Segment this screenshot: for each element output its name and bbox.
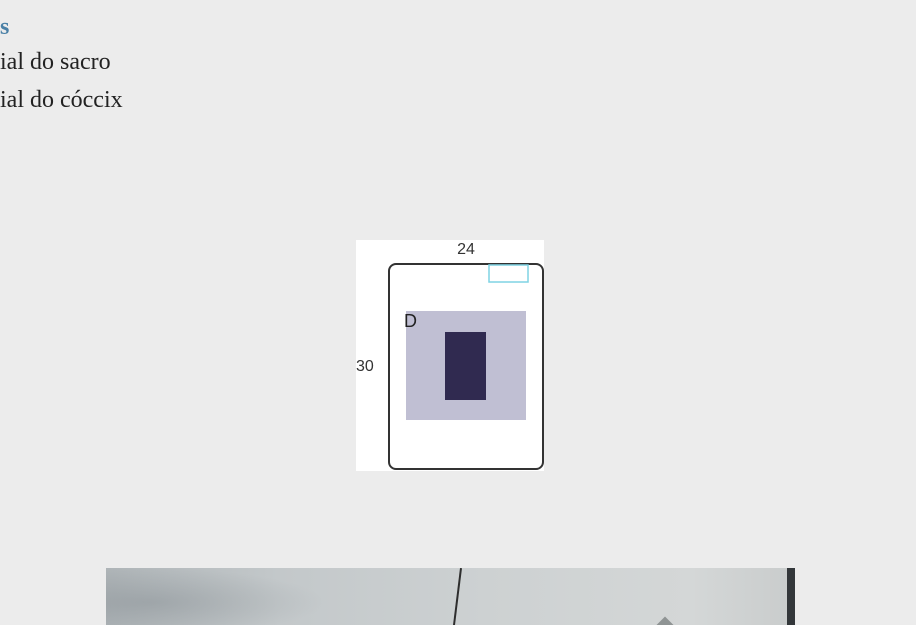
target-region xyxy=(445,332,486,400)
photo-partial xyxy=(106,568,795,625)
list-item: ial do cóccix xyxy=(0,87,123,113)
photo-line xyxy=(452,568,462,625)
list-item: ial do sacro xyxy=(0,49,111,75)
width-dimension-label: 24 xyxy=(457,241,475,258)
id-label-box xyxy=(488,264,529,283)
photo-edge xyxy=(787,568,795,625)
height-dimension-label: 30 xyxy=(356,358,374,375)
film-cassette-diagram: 24 30 D xyxy=(356,240,544,471)
section-heading: s xyxy=(0,14,10,40)
side-marker-label: D xyxy=(404,311,417,331)
photo-shadow xyxy=(106,568,326,625)
photo-marker xyxy=(656,616,674,625)
